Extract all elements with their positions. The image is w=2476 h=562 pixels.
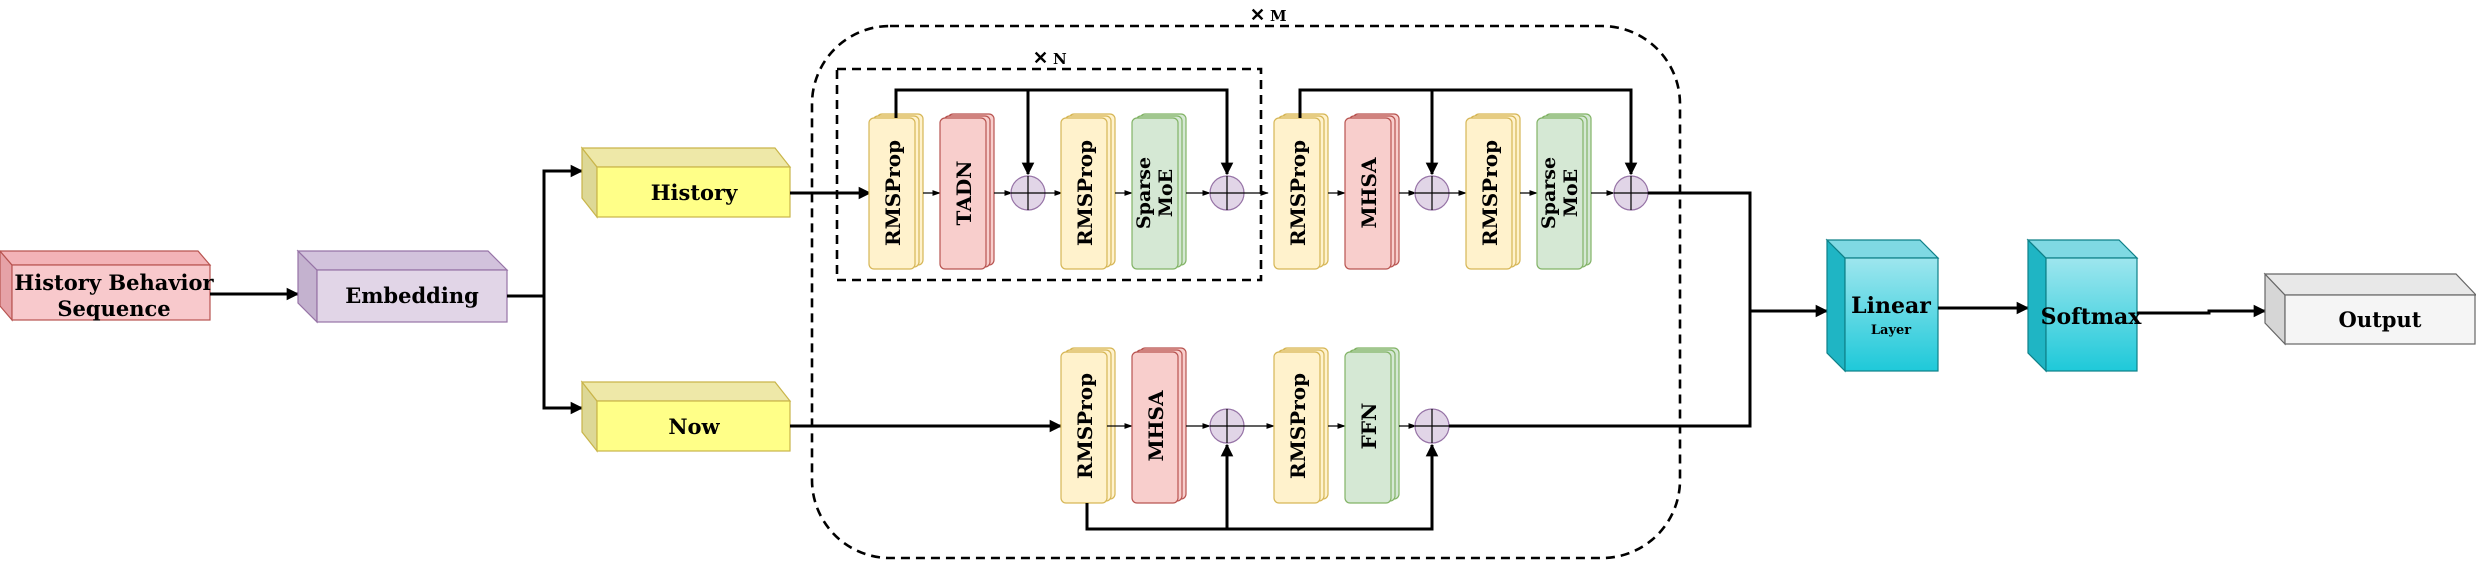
moe-label-2: MoE [1560, 169, 1582, 217]
ffn-label: FFN [1357, 403, 1381, 450]
rmsprop-label-4: RMSProp [1478, 140, 1502, 246]
history-label: History [651, 180, 738, 205]
mhsa-block-2: MHSA [1131, 347, 1187, 504]
embedding-box: Embedding [296, 249, 509, 324]
history-box: History [580, 146, 792, 219]
tadn-block: TADN [939, 113, 995, 270]
rmsprop-block-6: RMSProp [1273, 347, 1329, 504]
now-label: Now [668, 414, 720, 439]
tadn-label: TADN [952, 161, 976, 226]
rmsprop-label-2: RMSProp [1073, 140, 1097, 246]
sparse-moe-block-1: Sparse MoE [1131, 113, 1187, 270]
layer-label: Layer [1871, 323, 1911, 338]
sparse-label-2: Sparse [1538, 157, 1560, 229]
mhsa-label-1: MHSA [1357, 157, 1381, 228]
sparse-moe-block-2: Sparse MoE [1536, 113, 1592, 270]
rmsprop-block-3: RMSProp [1273, 113, 1329, 270]
embedding-label: Embedding [345, 283, 479, 308]
sparse-label-1: Sparse [1133, 157, 1155, 229]
rmsprop-block-2: RMSProp [1060, 113, 1116, 270]
add-circle-4 [1613, 175, 1649, 211]
output-label: Output [2339, 307, 2422, 332]
rmsprop-block-1: RMSProp [868, 113, 924, 270]
history-behavior-label-line2: Sequence [57, 296, 170, 321]
rmsprop-label-5: RMSProp [1073, 373, 1097, 479]
softmax-cube: Softmax [2026, 238, 2143, 373]
repeat-m-group-border [810, 24, 1682, 560]
repeat-n-label: N [1053, 50, 1067, 68]
now-box: Now [580, 380, 792, 453]
add-circle-1 [1010, 175, 1046, 211]
rmsprop-block-5: RMSProp [1060, 347, 1116, 504]
linear-label: Linear [1851, 293, 1931, 319]
linear-layer-cube: Linear Layer [1825, 238, 1940, 373]
repeat-m-times-icon: ✕ [1250, 5, 1265, 26]
history-behavior-sequence-box: History Behavior Sequence [0, 250, 215, 322]
mhsa-block-1: MHSA [1344, 113, 1400, 270]
ffn-block: FFN [1344, 347, 1400, 504]
moe-label-1: MoE [1155, 169, 1177, 217]
rmsprop-label-6: RMSProp [1286, 373, 1310, 479]
history-behavior-label-line1: History Behavior [14, 270, 214, 295]
add-circle-6 [1414, 408, 1450, 444]
add-circle-3 [1414, 175, 1450, 211]
rmsprop-label-3: RMSProp [1286, 140, 1310, 246]
add-circle-5 [1209, 408, 1245, 444]
mhsa-label-2: MHSA [1144, 390, 1168, 461]
softmax-label: Softmax [2041, 304, 2143, 330]
add-circle-2 [1209, 175, 1245, 211]
rmsprop-block-4: RMSProp [1465, 113, 1521, 270]
rmsprop-label-1: RMSProp [881, 140, 905, 246]
repeat-n-times-icon: ✕ [1033, 48, 1048, 69]
output-box: Output [2263, 272, 2476, 346]
repeat-n-group-border [835, 67, 1263, 282]
repeat-m-label: M [1270, 7, 1287, 25]
